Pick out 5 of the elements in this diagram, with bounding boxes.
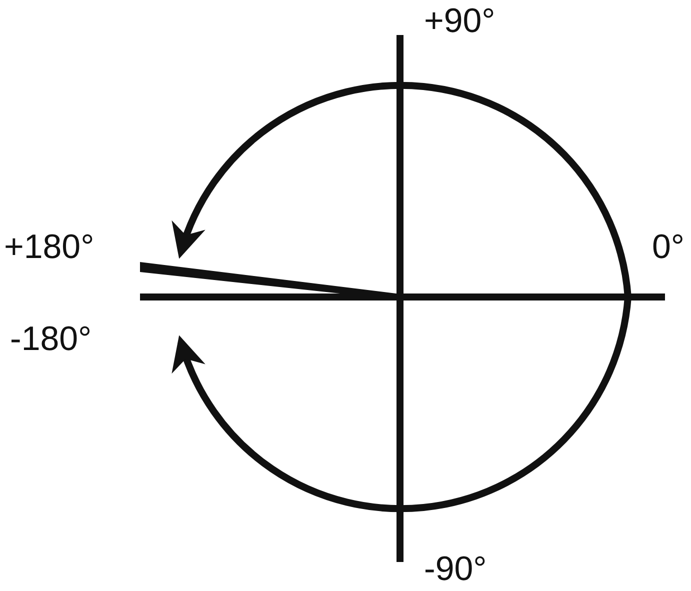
angle-label: -180° (10, 322, 92, 356)
angle-label: +180° (4, 230, 94, 264)
angle-label: 0° (652, 230, 685, 264)
angle-label: +90° (424, 4, 496, 38)
angle-label: -90° (424, 552, 487, 586)
